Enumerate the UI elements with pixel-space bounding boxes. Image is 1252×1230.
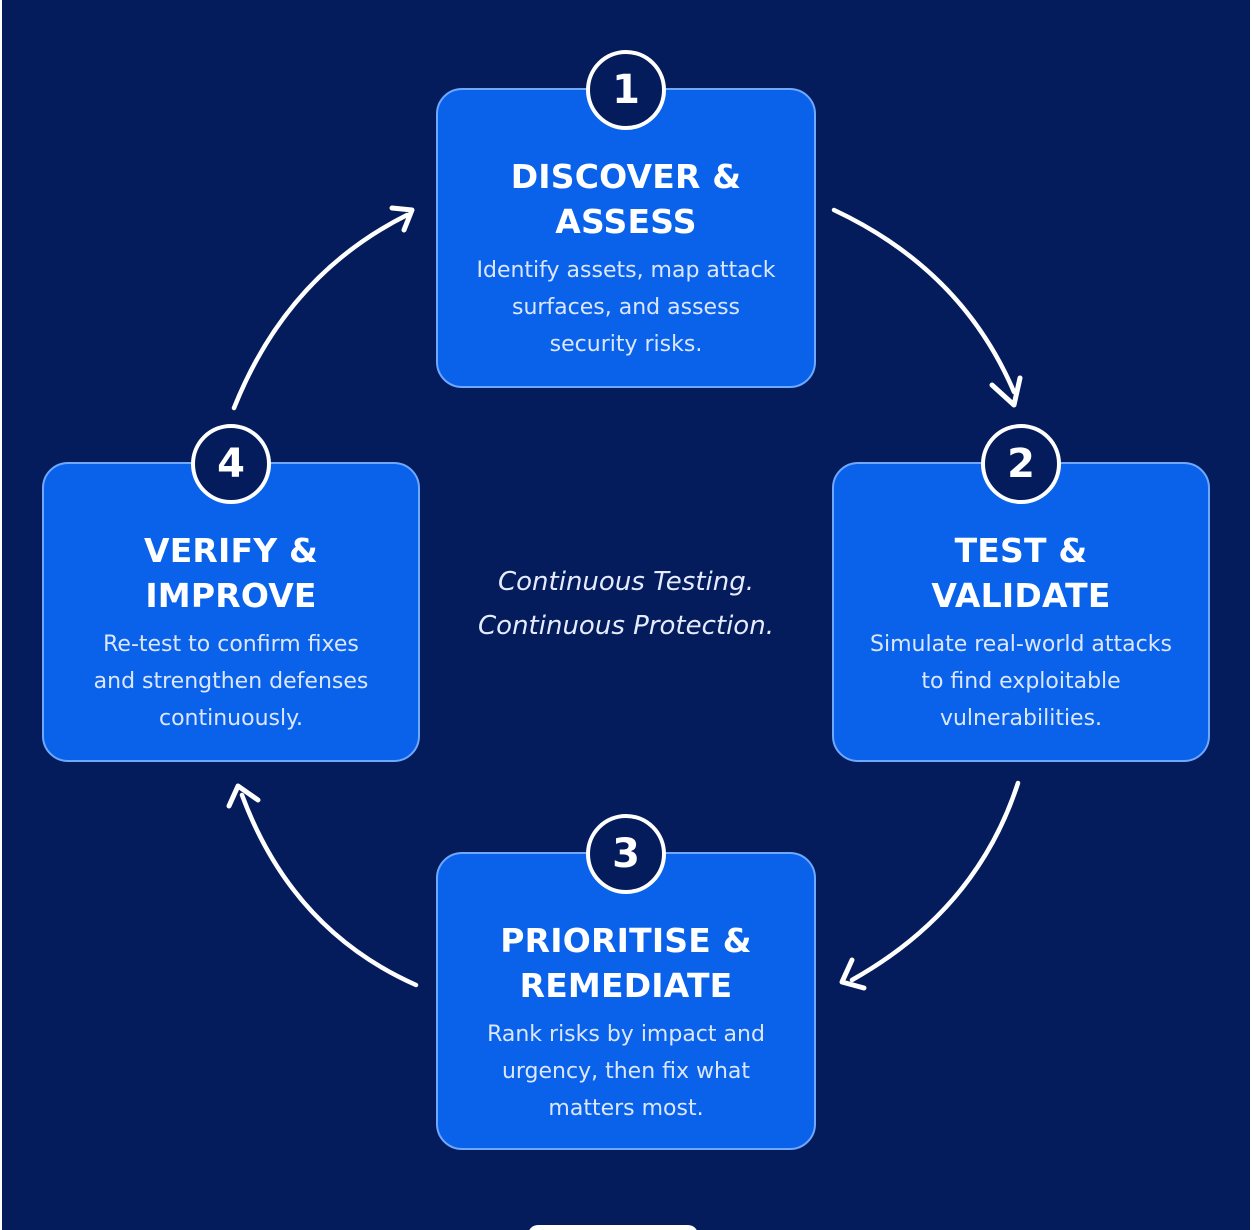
step-title-line: TEST & — [954, 531, 1088, 570]
arrow-step4-to-step1 — [231, 212, 410, 411]
step-card-prioritise-remediate: 3 PRIORITISE & REMEDIATE Rank risks by i… — [436, 814, 816, 1150]
step-title-line: ASSESS — [555, 202, 697, 241]
step-card-discover-assess: 1 DISCOVER & ASSESS Identify assets, map… — [436, 50, 816, 388]
step-title-line: REMEDIATE — [519, 966, 733, 1005]
step-description-line: Identify assets, map attack — [476, 258, 776, 283]
arrowhead-step1-to-step2 — [989, 375, 1023, 408]
step-title: VERIFY & IMPROVE — [44, 528, 418, 618]
step-description-line: Re-test to confirm fixes — [103, 632, 359, 657]
step-number-badge: 3 — [586, 814, 666, 894]
bottom-edge-tab — [528, 1225, 698, 1230]
step-description: Rank risks by impact and urgency, then f… — [438, 1016, 814, 1127]
arrowhead-step2-to-step3 — [839, 957, 867, 991]
step-description-line: and strengthen defenses — [93, 669, 369, 694]
step-description-line: continuously. — [159, 706, 303, 731]
step-description: Simulate real-world attacks to find expl… — [834, 626, 1208, 737]
step-description: Identify assets, map attack surfaces, an… — [438, 252, 814, 363]
step-title: TEST & VALIDATE — [834, 528, 1208, 618]
center-tagline-line: Continuous Testing. — [498, 567, 754, 597]
step-title-line: IMPROVE — [145, 576, 317, 615]
arrowhead-step3-to-step4 — [226, 783, 261, 809]
step-description-line: Simulate real-world attacks — [870, 632, 1172, 657]
arrow-step1-to-step2 — [831, 207, 1017, 395]
step-description-line: security risks. — [549, 332, 703, 357]
step-title-line: VERIFY & — [143, 531, 319, 570]
step-number-badge: 1 — [586, 50, 666, 130]
center-tagline-line: Continuous Protection. — [478, 611, 774, 641]
step-card-verify-improve: 4 VERIFY & IMPROVE Re-test to confirm fi… — [42, 424, 420, 762]
step-description-line: urgency, then fix what — [501, 1059, 751, 1084]
step-description-line: surfaces, and assess — [511, 295, 740, 320]
step-number-badge: 2 — [981, 424, 1061, 504]
step-title-line: VALIDATE — [931, 576, 1111, 615]
step-description-line: vulnerabilities. — [939, 706, 1103, 731]
step-description-line: to find exploitable — [921, 669, 1121, 694]
center-tagline: Continuous Testing. Continuous Protectio… — [2, 560, 1250, 648]
step-title-line: DISCOVER & — [510, 157, 742, 196]
step-title: DISCOVER & ASSESS — [438, 154, 814, 244]
step-title: PRIORITISE & REMEDIATE — [438, 918, 814, 1008]
arrow-step3-to-step4 — [239, 792, 419, 988]
step-description-line: Rank risks by impact and — [487, 1022, 765, 1047]
step-title-line: PRIORITISE & — [500, 921, 752, 960]
step-description: Re-test to confirm fixes and strengthen … — [44, 626, 418, 737]
arrow-step2-to-step3 — [849, 780, 1021, 983]
step-card-test-validate: 2 TEST & VALIDATE Simulate real-world at… — [832, 424, 1210, 762]
arrowhead-step4-to-step1 — [389, 205, 415, 233]
step-number-badge: 4 — [191, 424, 271, 504]
step-description-line: matters most. — [548, 1096, 704, 1121]
